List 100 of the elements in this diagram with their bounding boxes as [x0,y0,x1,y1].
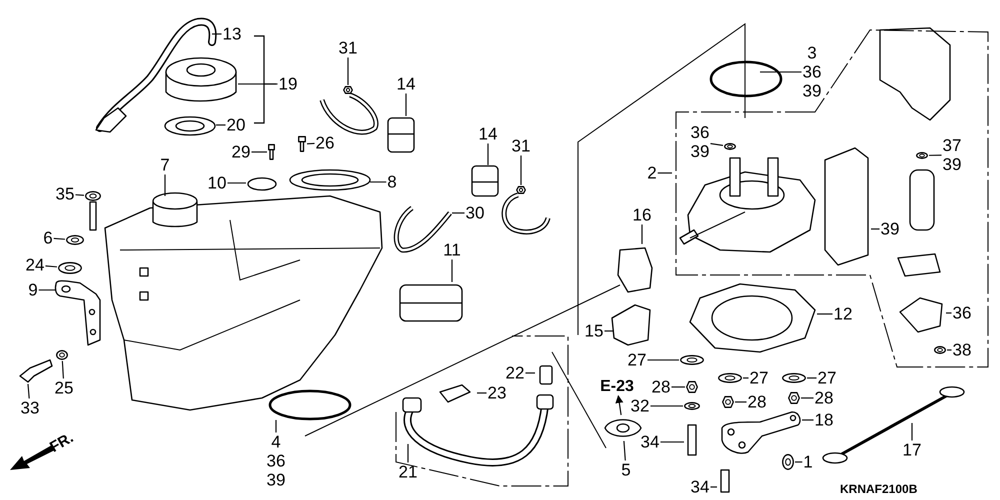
nut-drawing [934,346,946,354]
leader-line [306,142,315,144]
washer-drawing [724,143,736,150]
callout-number: 36 [690,124,710,141]
grommet-drawing [66,235,84,245]
callout-number: 3 [807,44,817,62]
leader-line [710,143,724,146]
callout-number: 11 [443,242,461,258]
leader-line [75,194,84,196]
leader-line [238,83,278,85]
nut-drawing [788,392,800,404]
leader-line [45,265,58,268]
leader-line [407,444,409,462]
callout-number: 14 [478,126,498,142]
leader-line [520,156,522,185]
callout-number: 33 [20,400,40,416]
clamp-head-drawing [516,186,526,194]
leader-line [216,124,226,126]
leader-line [801,397,814,399]
callout-number: 23 [488,384,506,402]
leader-line [760,71,802,73]
leader-line [658,172,672,174]
leader-line [164,174,166,196]
leader-line [623,440,626,461]
callout-number: 32 [630,398,650,414]
washer-drawing [684,402,700,410]
washer-drawing [56,350,68,360]
callout-number: 28 [814,390,834,406]
callout-number: 27 [750,370,768,386]
leader-line [641,224,643,244]
callout-number: 8 [387,174,397,190]
leader-line [227,182,246,184]
callout-number: 7 [160,156,170,174]
bolt-head-drawing [85,191,101,201]
callout-number: 14 [396,76,416,92]
callout-number: 26 [316,134,334,152]
callout-number: 2 [647,164,657,182]
callout-number: 38 [952,342,972,358]
callout-number: 39 [690,143,710,160]
leader-line [807,377,817,379]
callout-number: 22 [506,364,524,382]
callout-number: 27 [628,352,646,368]
leader-line [929,154,942,156]
clip-drawing [782,454,794,470]
callout-number: 24 [26,256,44,274]
clamp-head-drawing [343,86,353,94]
callout-number: 31 [338,40,358,56]
callout-number: 28 [748,394,766,410]
leader-line [38,289,56,291]
callout-number: 35 [56,186,74,202]
leader-line [525,372,535,374]
callout-number: 15 [584,322,604,340]
leader-line [212,33,222,35]
leader-line [347,58,349,85]
callout-number: 19 [278,76,298,92]
callout-number: 25 [54,380,74,396]
leader-line [946,312,952,314]
washer-drawing [680,355,704,365]
callout-number: 39 [266,472,286,488]
callout-number: 28 [652,378,670,396]
leader-line [735,401,747,403]
callout-number: 13 [222,26,242,42]
plate-drawing [604,416,642,440]
callout-number: 21 [398,464,418,480]
callout-number: 36 [952,304,972,322]
screw-drawing [298,136,306,152]
callout-number: 10 [208,174,226,192]
callout-number: 20 [226,116,246,134]
callout-number: 34 [640,434,660,450]
leader-line [660,441,684,443]
callout-number: 9 [28,282,38,298]
callout-number: 37 [942,137,962,154]
washer-drawing [782,373,806,383]
callout-number: 39 [802,82,822,100]
leader-line [647,359,679,361]
callout-number: 6 [43,230,53,246]
nut-drawing [722,396,734,408]
leader-line [54,238,66,240]
callout-number: 18 [814,412,834,428]
washer-drawing [718,373,742,383]
callout-number: 36 [266,452,286,470]
leader-line [817,313,833,315]
leader-line [27,384,30,399]
callout-number: 31 [512,138,530,154]
leader-line [604,330,614,332]
leader-line [251,151,267,153]
leader-line [452,212,465,214]
leader-line [802,419,814,421]
callout-number: 12 [834,306,852,322]
screw-drawing [268,144,275,160]
leader-line [405,94,407,116]
leader-line [743,377,749,379]
leader-line [487,144,489,165]
leader-line [671,386,685,388]
leader-line [710,486,717,488]
callout-number: 39 [880,220,900,238]
leader-line [871,228,880,230]
leader-line [62,360,64,379]
callout-number: 34 [690,478,710,496]
reference-code: E-23 [600,379,634,395]
